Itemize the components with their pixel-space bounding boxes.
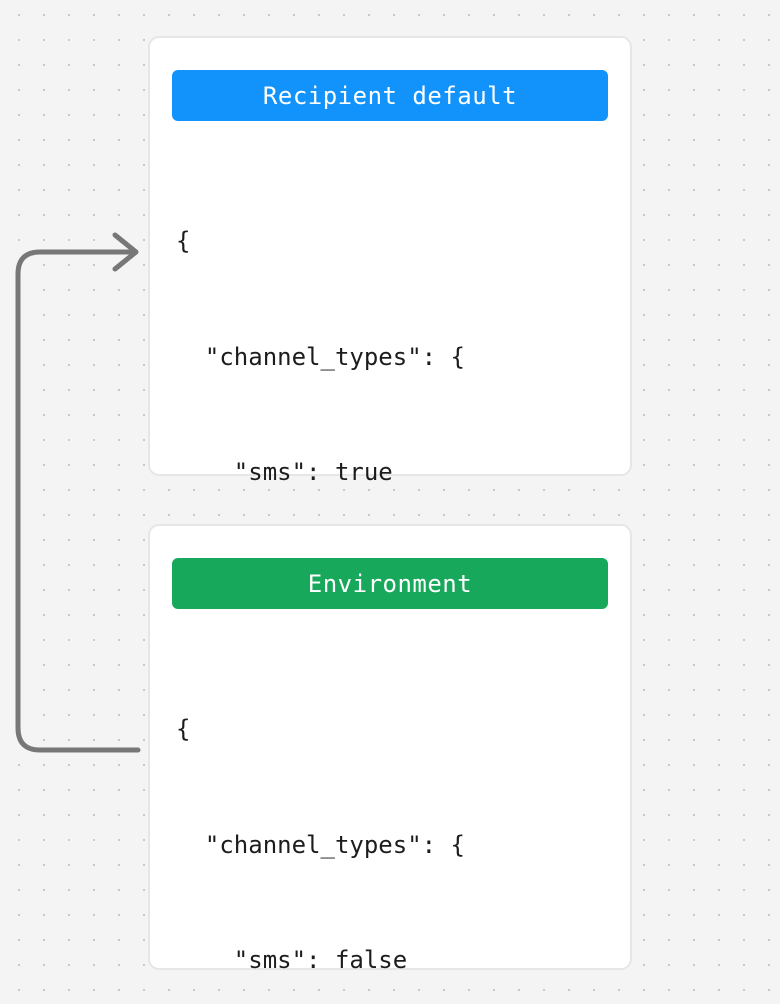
card-header-recipient-default: Recipient default <box>172 70 608 121</box>
code-line: { <box>176 227 191 255</box>
card-title-environment: Environment <box>307 569 473 598</box>
flow-arrow <box>15 232 141 753</box>
card-environment[interactable]: Environment { "channel_types": { "sms": … <box>148 524 632 974</box>
code-line: "sms": false <box>176 946 408 974</box>
code-line: "channel_types": { <box>176 830 465 859</box>
code-line: "sms": true <box>176 458 393 486</box>
code-line: "channel_types": { <box>176 342 465 371</box>
card-header-environment: Environment <box>172 558 608 609</box>
code-line: { <box>176 715 191 743</box>
card-title-recipient-default: Recipient default <box>262 81 518 110</box>
arrow-head-icon <box>112 232 139 272</box>
code-block-environment: { "channel_types": { "sms": false }, "ca… <box>176 633 620 1004</box>
card-recipient-default[interactable]: Recipient default { "channel_types": { "… <box>148 36 632 948</box>
arrow-path <box>15 249 141 753</box>
